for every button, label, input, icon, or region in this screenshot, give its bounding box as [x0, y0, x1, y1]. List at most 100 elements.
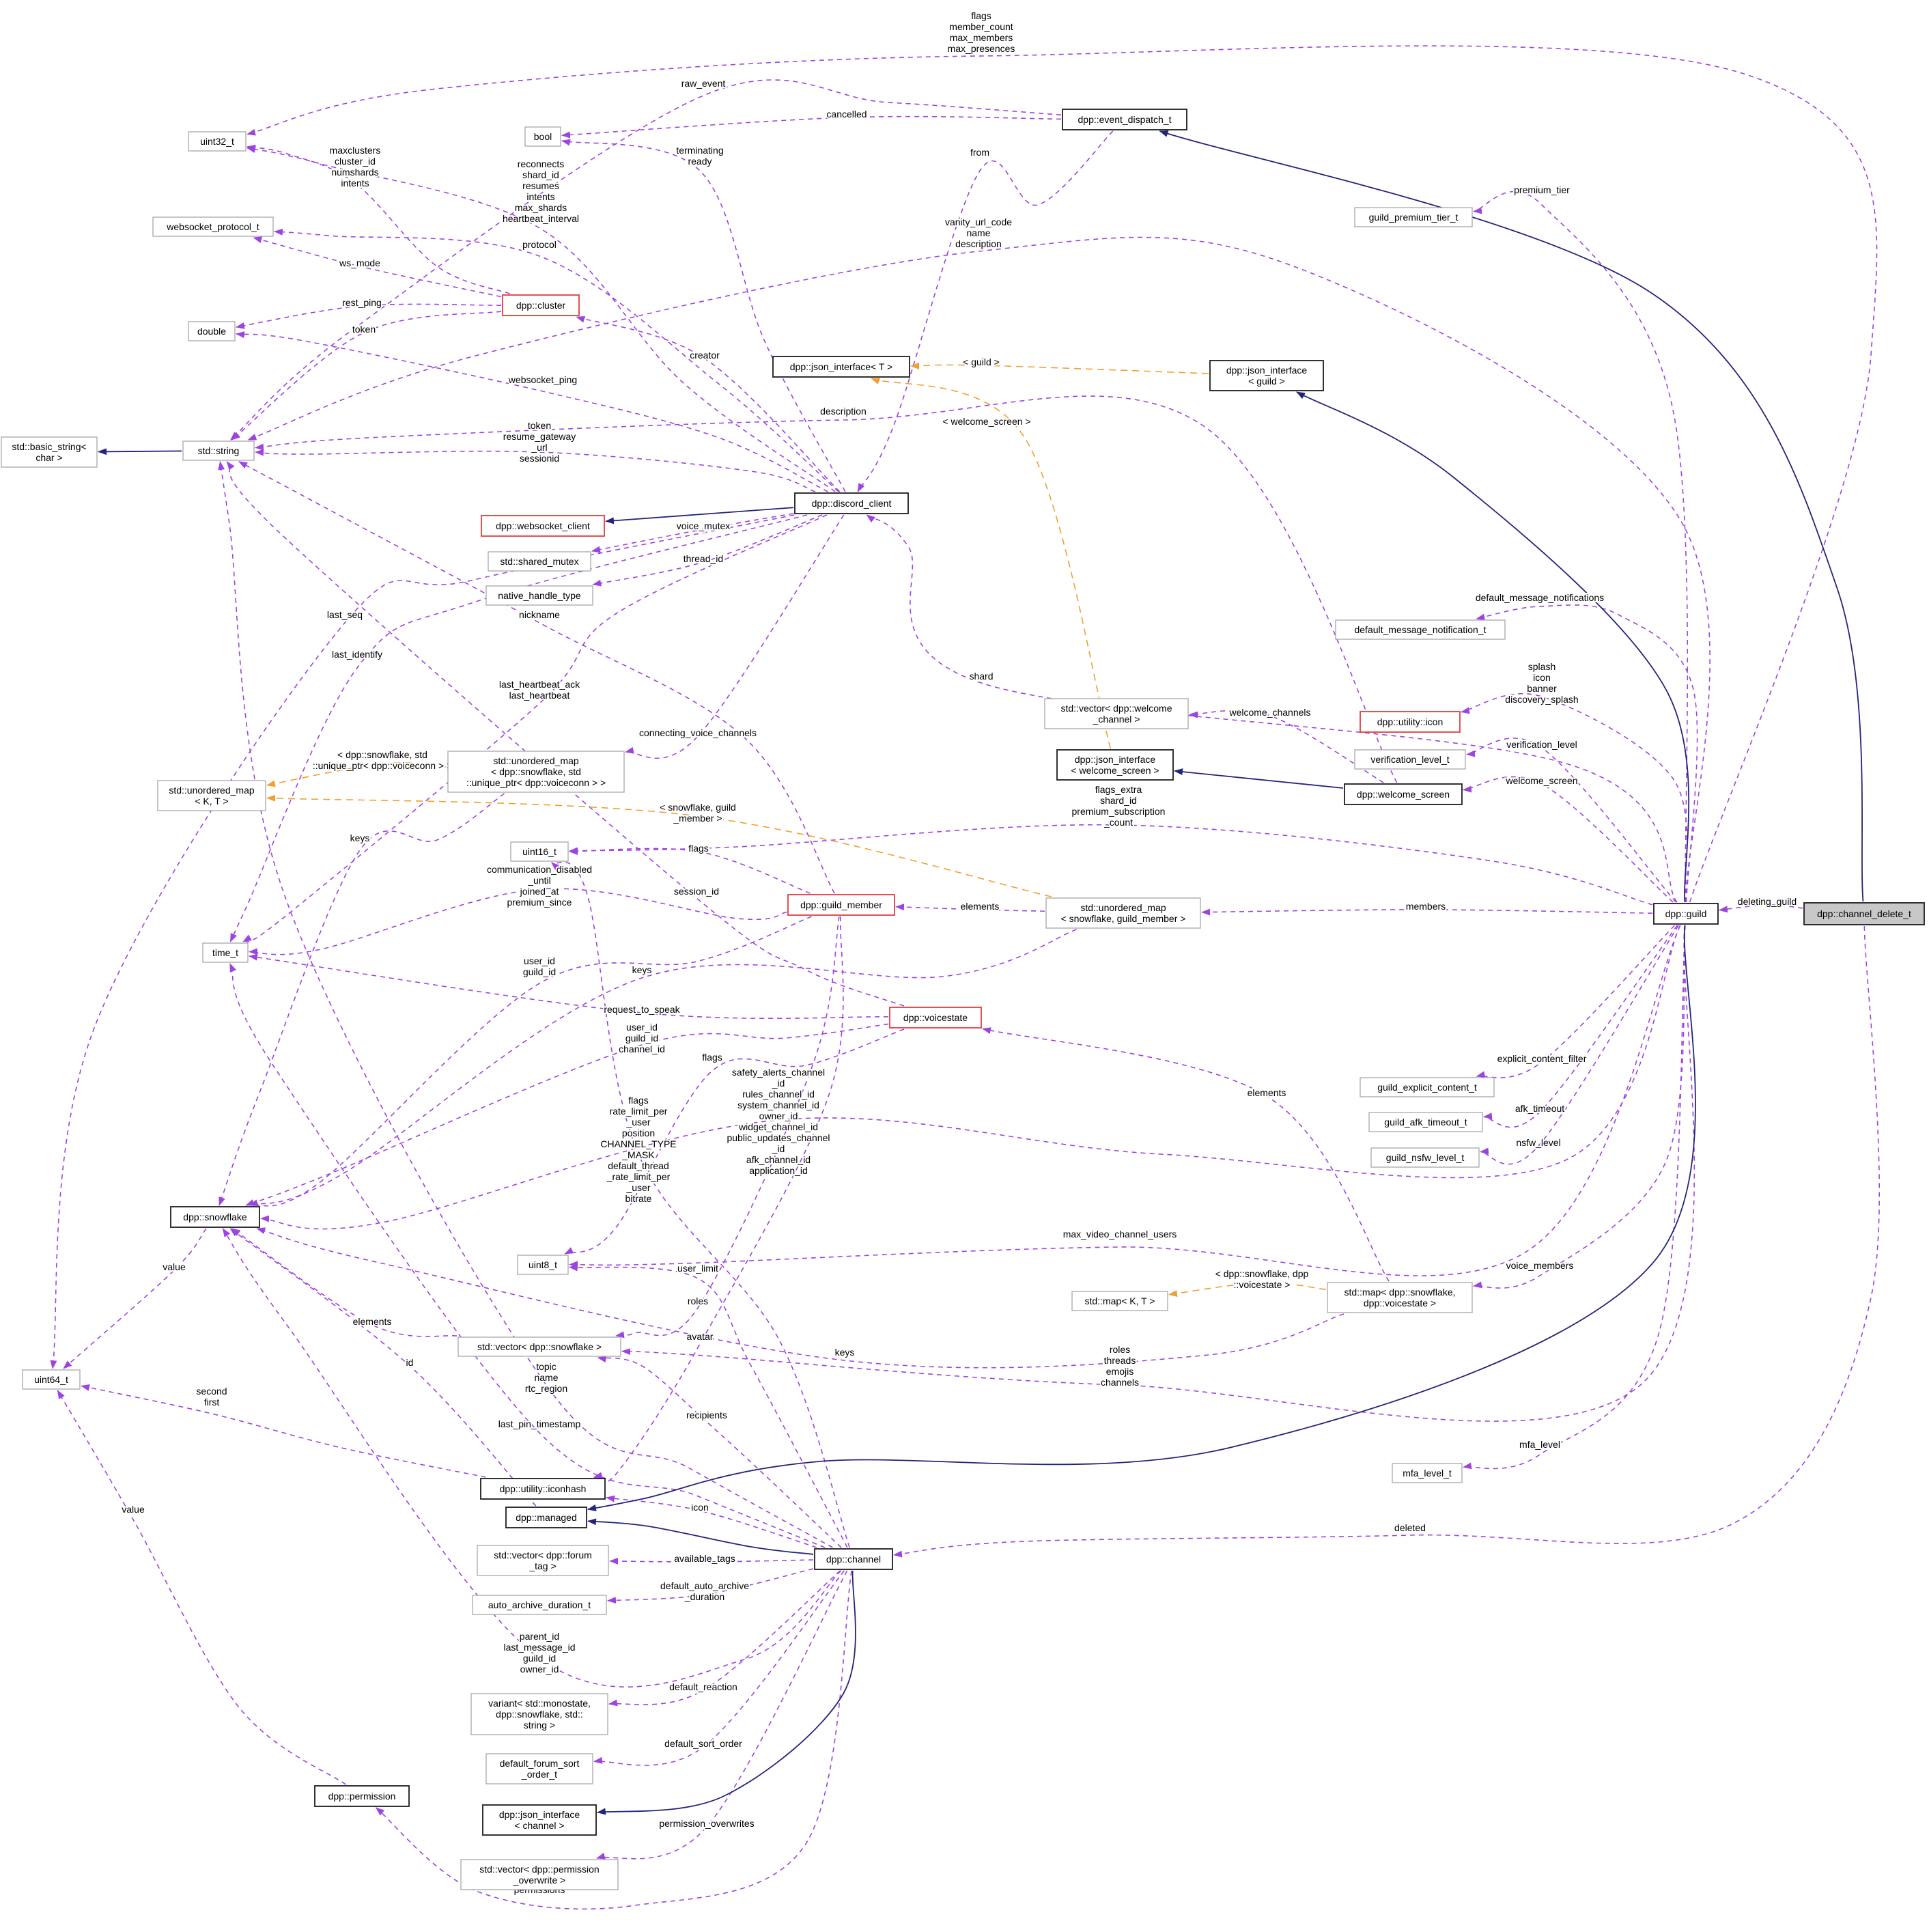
node-box-ed[interactable] [1062, 109, 1187, 130]
node-jic[interactable]: dpp::json_interface< channel > [482, 1804, 597, 1836]
node-wscreen[interactable]: dpp::welcome_screen [1344, 783, 1463, 805]
node-uint32[interactable]: uint32_t [188, 131, 247, 152]
node-box-dfso[interactable] [485, 1753, 593, 1784]
node-snow[interactable]: dpp::snowflake [170, 1206, 260, 1228]
node-iconhash[interactable]: dpp::utility::iconhash [480, 1478, 606, 1500]
node-dc[interactable]: dpp::discord_client [794, 492, 909, 514]
node-box-gm[interactable] [787, 894, 895, 916]
node-box-guild[interactable] [1653, 903, 1719, 925]
node-dfso[interactable]: default_forum_sort_order_t [485, 1753, 593, 1784]
node-box-bool[interactable] [524, 126, 561, 147]
node-box-vecperm[interactable] [460, 1859, 619, 1890]
node-box-wsc[interactable] [481, 515, 605, 537]
node-box-mapvs[interactable] [1327, 1282, 1473, 1313]
node-double[interactable]: double [188, 321, 236, 341]
node-channel[interactable]: dpp::channel [814, 1548, 893, 1570]
node-box-variant[interactable] [470, 1693, 608, 1735]
node-box-cluster[interactable] [502, 294, 580, 316]
node-cluster[interactable]: dpp::cluster [502, 294, 580, 316]
node-box-snow[interactable] [170, 1206, 260, 1228]
node-box-verif[interactable] [1354, 749, 1466, 770]
node-umvc[interactable]: std::unordered_map< dpp::snowflake, std:… [447, 751, 625, 793]
node-box-gnl[interactable] [1370, 1147, 1480, 1168]
node-jiw[interactable]: dpp::json_interface< welcome_screen > [1056, 749, 1174, 781]
node-gnl[interactable]: guild_nsfw_level_t [1370, 1147, 1480, 1168]
node-box-gpt[interactable] [1354, 207, 1473, 227]
node-box-umkt[interactable] [157, 780, 266, 811]
node-box-vs[interactable] [889, 1007, 982, 1028]
node-uint8[interactable]: uint8_t [517, 1255, 569, 1275]
node-vecperm[interactable]: std::vector< dpp::permission_overwrite > [460, 1859, 619, 1890]
node-cd[interactable]: dpp::channel_delete_t [1803, 902, 1925, 925]
node-jig[interactable]: dpp::json_interface< guild > [1209, 360, 1324, 391]
node-verif[interactable]: verification_level_t [1354, 749, 1466, 770]
node-autoarch[interactable]: auto_archive_duration_t [472, 1595, 607, 1615]
node-basicstring[interactable]: std::basic_string<char > [1, 436, 98, 468]
node-box-wscreen[interactable] [1344, 783, 1463, 805]
node-box-vecforum[interactable] [477, 1545, 609, 1576]
node-box-uint64[interactable] [22, 1369, 81, 1390]
node-uint64[interactable]: uint64_t [22, 1369, 81, 1390]
node-native[interactable]: native_handle_type [485, 585, 593, 606]
node-box-mfa[interactable] [1392, 1463, 1463, 1483]
node-gpt[interactable]: guild_premium_tier_t [1354, 207, 1473, 227]
node-box-vwc[interactable] [1044, 698, 1189, 729]
node-string[interactable]: std::string [182, 440, 255, 461]
node-vwc[interactable]: std::vector< dpp::welcome_channel > [1044, 698, 1189, 729]
node-box-uicon[interactable] [1360, 711, 1461, 733]
node-box-umgm[interactable] [1045, 897, 1201, 929]
node-box-string[interactable] [182, 440, 255, 461]
node-mfa[interactable]: mfa_level_t [1392, 1463, 1463, 1483]
node-box-native[interactable] [485, 585, 593, 606]
node-gm[interactable]: dpp::guild_member [787, 894, 895, 916]
node-vecsnow[interactable]: std::vector< dpp::snowflake > [457, 1336, 621, 1357]
node-box-managed[interactable] [505, 1507, 587, 1528]
node-gat[interactable]: guild_afk_timeout_t [1368, 1112, 1483, 1132]
node-box-basicstring[interactable] [1, 436, 98, 468]
node-vecforum[interactable]: std::vector< dpp::forum_tag > [477, 1545, 609, 1576]
node-perm[interactable]: dpp::permission [314, 1785, 410, 1807]
node-managed[interactable]: dpp::managed [505, 1507, 587, 1528]
node-box-umvc[interactable] [447, 751, 625, 793]
node-dmn[interactable]: default_message_notification_t [1335, 619, 1506, 640]
node-variant[interactable]: variant< std::monostate,dpp::snowflake, … [470, 1693, 608, 1735]
node-wsproto[interactable]: websocket_protocol_t [152, 216, 274, 237]
node-uint16[interactable]: uint16_t [510, 841, 569, 862]
node-box-shmutex[interactable] [488, 551, 591, 572]
node-jit[interactable]: dpp::json_interface< T > [772, 356, 910, 378]
node-vs[interactable]: dpp::voicestate [889, 1007, 982, 1028]
node-umgm[interactable]: std::unordered_map< snowflake, guild_mem… [1045, 897, 1201, 929]
node-mapvs[interactable]: std::map< dpp::snowflake,dpp::voicestate… [1327, 1282, 1473, 1313]
node-box-jic[interactable] [482, 1804, 597, 1836]
node-box-mapkt[interactable] [1071, 1291, 1168, 1311]
node-box-jiw[interactable] [1056, 749, 1174, 781]
node-box-double[interactable] [188, 321, 236, 341]
node-box-autoarch[interactable] [472, 1595, 607, 1615]
node-mapkt[interactable]: std::map< K, T > [1071, 1291, 1168, 1311]
node-box-wsproto[interactable] [152, 216, 274, 237]
node-ed[interactable]: dpp::event_dispatch_t [1062, 109, 1187, 130]
node-gec[interactable]: guild_explicit_content_t [1360, 1077, 1495, 1097]
node-box-jit[interactable] [772, 356, 910, 378]
node-box-dc[interactable] [794, 492, 909, 514]
node-box-perm[interactable] [314, 1785, 410, 1807]
node-box-uint8[interactable] [517, 1255, 569, 1275]
node-umkt[interactable]: std::unordered_map< K, T > [157, 780, 266, 811]
node-box-time[interactable] [202, 942, 249, 963]
node-box-uint16[interactable] [510, 841, 569, 862]
node-guild[interactable]: dpp::guild [1653, 903, 1719, 925]
node-box-cd[interactable] [1803, 902, 1925, 925]
node-wsc[interactable]: dpp::websocket_client [481, 515, 605, 537]
node-uicon[interactable]: dpp::utility::icon [1360, 711, 1461, 733]
node-time[interactable]: time_t [202, 942, 249, 963]
node-shmutex[interactable]: std::shared_mutex [488, 551, 591, 572]
node-box-gat[interactable] [1368, 1112, 1483, 1132]
node-box-channel[interactable] [814, 1548, 893, 1570]
node-box-dmn[interactable] [1335, 619, 1506, 640]
node-box-uint32[interactable] [188, 131, 247, 152]
node-box-iconhash[interactable] [480, 1478, 606, 1500]
node-bool[interactable]: bool [524, 126, 561, 147]
node-box-vecsnow[interactable] [457, 1336, 621, 1357]
node-box-jig[interactable] [1209, 360, 1324, 391]
node-box-gec[interactable] [1360, 1077, 1495, 1097]
